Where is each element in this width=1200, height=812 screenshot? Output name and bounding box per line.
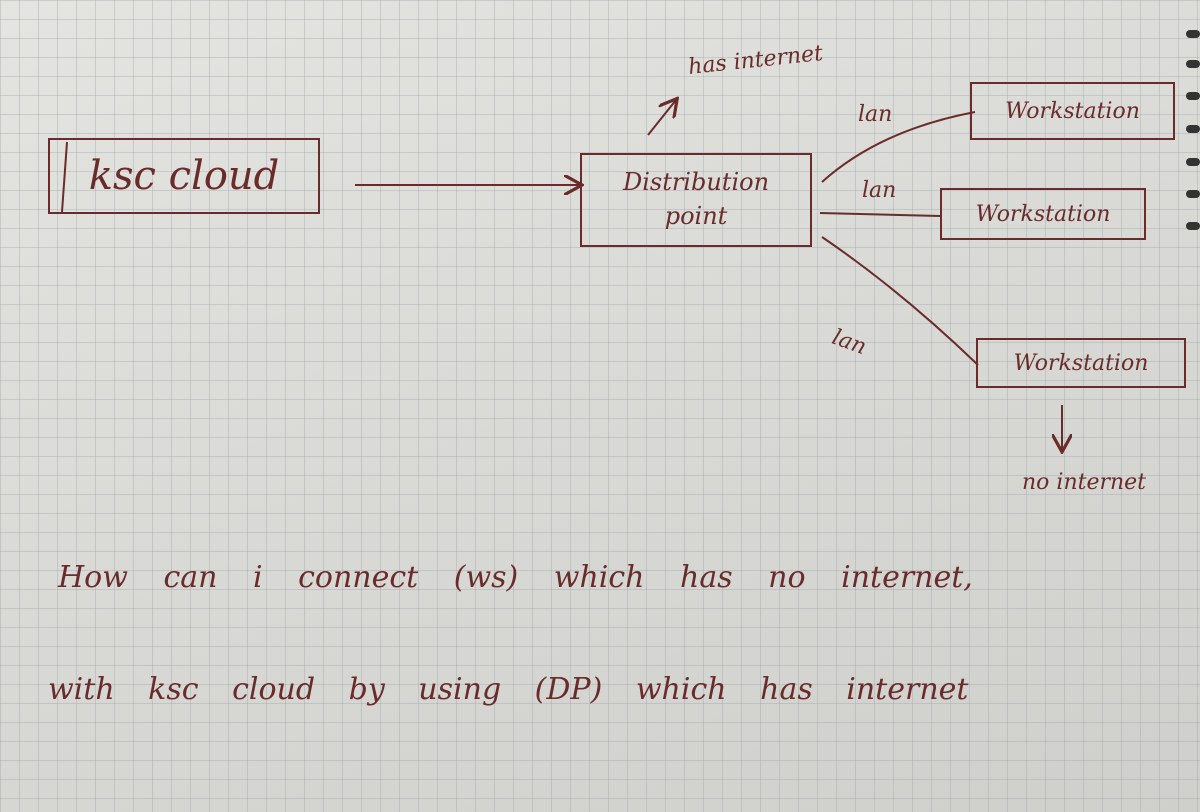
notebook-ring — [1186, 158, 1200, 166]
notebook-ring — [1186, 222, 1200, 230]
distribution-point-box: Distribution point — [580, 153, 812, 247]
distribution-point-label: Distribution point — [622, 168, 770, 230]
workstation-box-1: Workstation — [970, 82, 1175, 140]
lan-label-2: lan — [862, 178, 897, 203]
lan-line-1 — [821, 111, 976, 183]
workstation-box-2: Workstation — [940, 188, 1146, 240]
question-line-2: with ksc cloud by using (DP) which has i… — [48, 672, 969, 707]
notebook-ring — [1186, 30, 1200, 38]
notebook-ring — [1186, 60, 1200, 68]
lan-line-2 — [819, 212, 941, 217]
question-line-1: How can i connect (ws) which has no inte… — [58, 560, 973, 595]
arrow-has-internet — [647, 100, 676, 136]
workstation-box-3: Workstation — [976, 338, 1186, 388]
lan-label-1: lan — [858, 102, 893, 127]
no-internet-label: no internet — [1022, 470, 1147, 495]
cloud-box-bar — [61, 141, 68, 213]
workstation-label: Workstation — [975, 201, 1111, 227]
notebook-ring — [1186, 190, 1200, 198]
notebook-ring — [1186, 125, 1200, 133]
workstation-label: Workstation — [1013, 350, 1149, 376]
ksc-cloud-box: ksc cloud — [48, 138, 320, 214]
notebook-ring — [1186, 92, 1200, 100]
lan-line-3 — [821, 236, 979, 366]
ksc-cloud-label: ksc cloud — [88, 153, 280, 199]
workstation-label: Workstation — [1005, 98, 1140, 124]
